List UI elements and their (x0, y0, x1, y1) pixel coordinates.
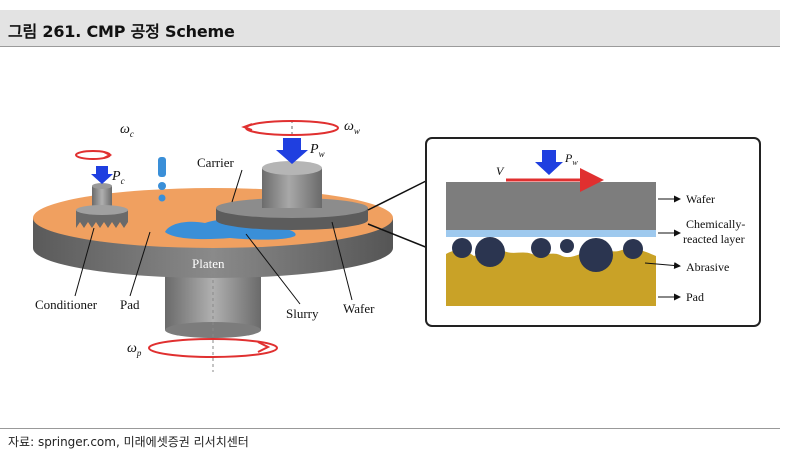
inset-v-label: V (496, 164, 505, 178)
inset-connector-bottom (367, 223, 429, 249)
figure-title: 그림 261. CMP 공정 Scheme (8, 22, 235, 41)
inset-panel: V Pw Wafer Chemically- reacted layer Abr… (425, 137, 761, 327)
carrier-leader (231, 169, 243, 203)
inset-pressure-arrow-icon (535, 150, 563, 175)
platen-rotation-icon (148, 338, 278, 358)
conditioner-label: Conditioner (35, 297, 98, 312)
conditioner-rotation-arrowhead-icon (103, 151, 113, 159)
platen-label: Platen (192, 256, 225, 271)
slurry-puddle (165, 219, 296, 240)
omega-w-label: ωw (344, 119, 360, 136)
omega-c-label: ωc (120, 122, 134, 139)
slurry-label: Slurry (286, 306, 319, 321)
carrier-rotation-arrowhead-icon (241, 123, 253, 131)
platen-shaft (165, 268, 261, 338)
pad-leader (129, 231, 151, 297)
inset-reacted-label-line2: reacted layer (683, 232, 745, 246)
carrier (216, 120, 368, 230)
footer-divider (0, 428, 780, 429)
inset-connector-top (367, 179, 429, 211)
slurry-dispenser-icon (158, 157, 166, 202)
inset-pad-label: Pad (686, 290, 704, 304)
inset-p-w-label: Pw (564, 151, 578, 167)
figure-header: 그림 261. CMP 공정 Scheme (0, 10, 780, 47)
p-w-label: Pw (309, 142, 325, 159)
carrier-pressure-arrow-icon (276, 138, 308, 164)
inset-abrasive-pointer (644, 262, 681, 269)
omega-p-label: ωp (127, 341, 142, 358)
pad-label: Pad (120, 297, 140, 312)
platen-rotation-arrowhead-icon (257, 341, 271, 353)
conditioner (76, 183, 128, 228)
slurry-leader (245, 233, 301, 305)
inset-reacted-layer (446, 230, 656, 237)
inset-abrasive-label: Abrasive (686, 260, 729, 274)
inset-abrasive-particles (452, 237, 643, 272)
p-c-label: Pc (111, 169, 125, 186)
inset-wafer-label: Wafer (686, 192, 715, 206)
conditioner-pressure-arrow-icon (91, 166, 113, 184)
inset-wafer-layer (446, 182, 656, 230)
inset-reacted-label-line1: Chemically- (686, 217, 745, 231)
source-note: 자료: springer.com, 미래에셋증권 리서치센터 (8, 435, 249, 449)
carrier-label: Carrier (197, 155, 234, 170)
wafer-label: Wafer (343, 301, 375, 316)
wafer-leader (331, 221, 353, 301)
conditioner-leader (74, 227, 95, 297)
